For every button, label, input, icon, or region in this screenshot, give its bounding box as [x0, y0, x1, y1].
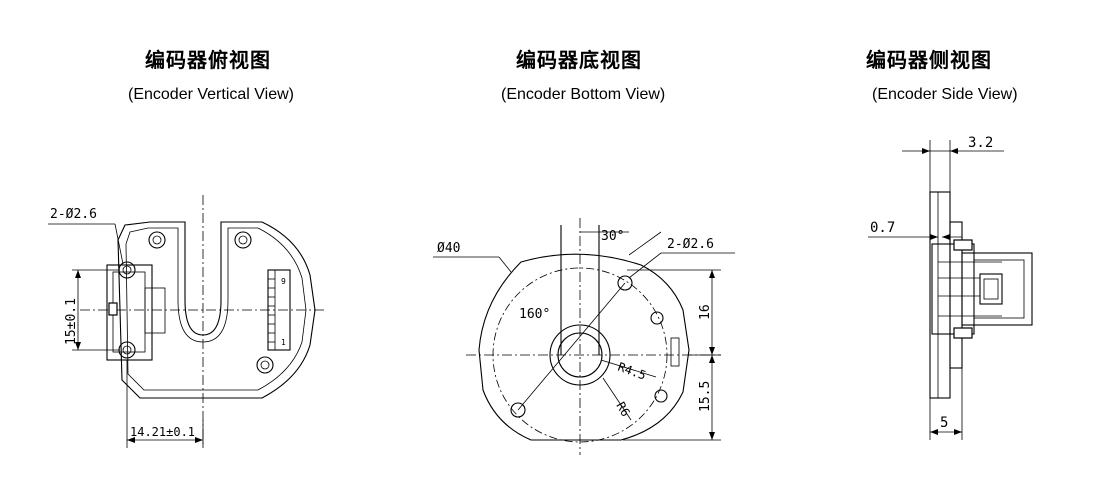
dim-angle-top-label: 30°	[601, 229, 624, 244]
dim-holes-label: 2-Ø2.6	[50, 207, 97, 222]
vertical-view: 编码器俯视图 (Encoder Vertical View) 9 1 2-Ø2.…	[0, 0, 371, 488]
pin-label-bottom: 1	[281, 338, 286, 347]
side-view: 编码器侧视图 (Encoder Side View) 3.2 0.7	[742, 0, 1113, 488]
dim-left-label: 0.7	[870, 220, 895, 236]
dim-diameter-label: Ø40	[437, 241, 460, 256]
dim-bottom-label: 5	[940, 415, 948, 431]
bottom-view-drawing: Ø40 30° 2-Ø2.6 160° R4.5 R6 16 15.5	[433, 218, 735, 455]
dim-angle-slot-label: 160°	[519, 307, 550, 322]
vertical-view-title-cn: 编码器俯视图	[145, 48, 271, 72]
dim-r-inner-label: R4.5	[616, 360, 648, 383]
dim-top-label: 3.2	[968, 135, 993, 151]
pin-label-top: 9	[281, 277, 286, 286]
dim-r-outer-label: R6	[613, 400, 632, 420]
dim-width-label: 14.21±0.1	[130, 425, 195, 439]
bottom-view-title-cn: 编码器底视图	[516, 48, 642, 72]
dim-upper-label: 16	[698, 304, 713, 320]
dim-holes-label-bottom: 2-Ø2.6	[667, 237, 714, 252]
vertical-view-title-en: (Encoder Vertical View)	[128, 86, 294, 103]
dim-lower-label: 15.5	[698, 381, 713, 412]
side-view-title-en: (Encoder Side View)	[872, 86, 1018, 103]
bottom-view: 编码器底视图 (Encoder Bottom View) Ø40 30° 2-Ø…	[371, 0, 742, 488]
side-view-title-cn: 编码器侧视图	[866, 48, 992, 72]
dim-height-label: 15±0.1	[64, 298, 79, 345]
bottom-view-title-en: (Encoder Bottom View)	[501, 86, 666, 103]
vertical-view-drawing: 9 1 2-Ø2.6 15±0.1 14.21±0.1	[48, 195, 325, 448]
side-view-drawing: 3.2 0.7 5	[868, 135, 1033, 440]
